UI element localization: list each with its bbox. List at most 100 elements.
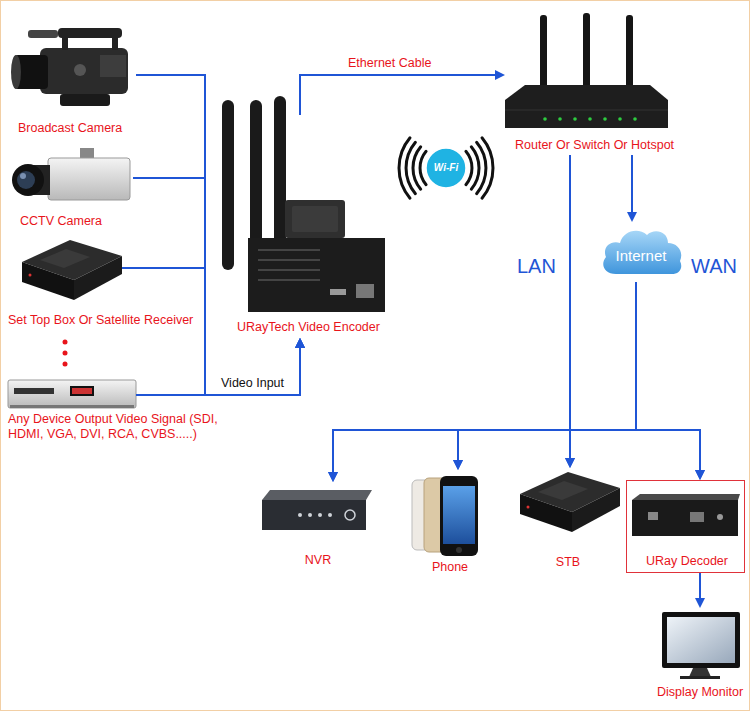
internet-cloud: Internet	[598, 222, 684, 282]
dvd-player-picture	[8, 380, 136, 408]
dvd-player-picture-part	[72, 388, 92, 394]
caption-holder: Broadcast Camera	[18, 121, 122, 136]
router-picture-part	[588, 117, 592, 121]
nvr-picture-part	[262, 500, 366, 530]
continuation-dots-part	[63, 351, 68, 356]
continuation-dots-part	[63, 362, 68, 367]
decoder-picture-part	[648, 512, 658, 520]
device-caption: Any Device Output Video Signal (SDI, HDM…	[8, 412, 244, 442]
encoder-picture	[222, 96, 385, 312]
wifi-symbol-part	[426, 148, 466, 188]
broadcast-camera-picture-part	[62, 36, 68, 50]
encoder-picture-part	[222, 100, 234, 270]
cctv-camera-picture-part	[48, 158, 130, 200]
device-caption: Set Top Box Or Satellite Receiver	[8, 313, 193, 328]
caption-holder: URay Decoder	[646, 554, 728, 569]
connector-line	[636, 282, 700, 471]
decoder-picture-part	[632, 500, 738, 536]
device-caption: URayTech Video Encoder	[237, 320, 380, 335]
set-top-box-shape	[22, 240, 122, 300]
device-caption: URay Decoder	[646, 554, 728, 569]
wifi-symbol-part-part	[482, 138, 493, 198]
wifi-symbol-part-part	[399, 138, 410, 198]
connector-label: Video Input	[220, 376, 285, 391]
encoder-picture-part	[356, 284, 374, 298]
encoder-picture-part	[258, 279, 320, 281]
router-picture-part	[633, 117, 637, 121]
router-picture-part	[603, 117, 607, 121]
broadcast-camera-picture-part	[100, 55, 126, 77]
encoder-picture-part	[258, 259, 320, 261]
connector-line	[136, 75, 300, 395]
continuation-dots-part	[63, 340, 68, 345]
cctv-camera-picture-part	[17, 171, 35, 189]
stb-shape	[520, 472, 620, 532]
nvr-picture-part	[308, 513, 312, 517]
cloud-label: Internet	[616, 239, 667, 265]
camera-device: Broadcast Camera	[10, 20, 136, 115]
decoder-box: URay Decoder	[626, 480, 745, 573]
caption-holder: CCTV Camera	[20, 214, 102, 229]
wifi-symbol	[399, 138, 493, 198]
phone-device: Phone	[408, 470, 480, 558]
router-picture-part	[505, 85, 668, 128]
nvr-picture	[262, 490, 372, 530]
wifi-symbol-part	[399, 138, 493, 198]
encoder-picture-part	[292, 206, 338, 232]
encoder-picture-part	[250, 100, 262, 260]
router-device: Router Or Switch Or Hotspot	[505, 12, 680, 155]
cctv-camera-picture-part	[20, 173, 26, 179]
device-caption: STB	[556, 555, 580, 570]
broadcast-camera-picture-part	[40, 48, 128, 94]
monitor-picture-part	[667, 617, 735, 663]
continuation-dots	[63, 340, 68, 367]
dvd-player-picture-part	[14, 388, 54, 394]
caption-holder: Phone	[432, 560, 468, 575]
nvr-picture-part	[262, 490, 372, 500]
monitor-picture	[662, 612, 740, 679]
connector-label: LAN	[516, 254, 557, 278]
phone-picture-part	[443, 486, 475, 544]
router-picture-part	[543, 117, 547, 121]
cctv-camera-picture	[12, 148, 130, 200]
encoder-picture-part	[248, 238, 385, 312]
router-picture-part	[583, 13, 590, 93]
connector-label: WAN	[690, 254, 738, 278]
connector-line	[333, 282, 636, 473]
nvr-picture-part	[318, 513, 322, 517]
decoder-picture-part	[717, 514, 723, 520]
dvd-player-picture-part	[8, 380, 136, 408]
broadcast-camera-picture-part	[112, 36, 118, 50]
caption-holder: Any Device Output Video Signal (SDI, HDM…	[8, 412, 244, 442]
connector-line	[570, 155, 700, 471]
caption-holder: NVR	[305, 553, 331, 568]
caption-holder: Set Top Box Or Satellite Receiver	[8, 313, 193, 328]
decoder-picture-part	[690, 512, 704, 522]
nvr-picture-part	[345, 510, 355, 520]
device-caption: Phone	[432, 560, 468, 575]
encoder-picture-part	[330, 289, 346, 295]
source-device: Any Device Output Video Signal (SDI, HDM…	[8, 376, 136, 410]
monitor-device: Display Monitor	[660, 608, 742, 680]
router-picture-part	[573, 117, 577, 121]
connector-line	[333, 155, 570, 473]
dvd-player-picture-part	[10, 405, 134, 408]
device-caption: NVR	[305, 553, 331, 568]
wifi-label: Wi-Fi	[434, 162, 458, 174]
encoder-picture-part	[258, 249, 320, 251]
router-picture-part	[505, 110, 668, 111]
connector-line	[136, 347, 300, 395]
monitor-picture-part	[680, 676, 720, 679]
wifi-symbol-part-part	[406, 142, 415, 193]
set-top-box-picture	[22, 240, 122, 300]
router-picture-part	[558, 117, 562, 121]
phone-picture-part	[456, 547, 462, 553]
encoder-picture-part	[274, 96, 286, 246]
router-picture-part	[618, 117, 622, 121]
connector-line	[699, 573, 701, 599]
phone-picture	[412, 476, 478, 556]
caption-holder: Router Or Switch Or Hotspot	[515, 138, 674, 153]
connector-line	[133, 178, 300, 395]
